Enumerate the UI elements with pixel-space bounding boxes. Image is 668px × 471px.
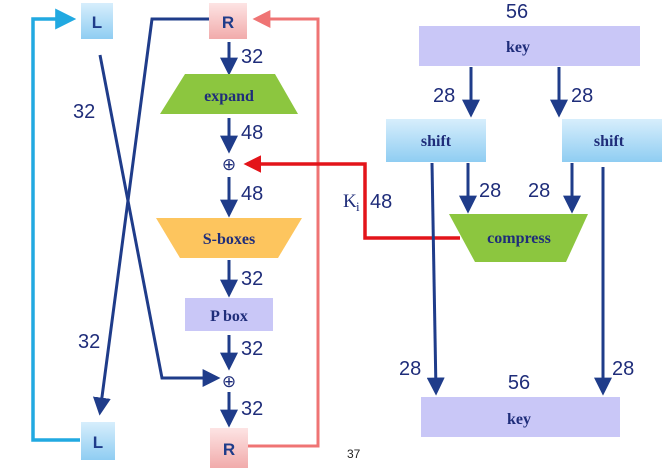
arrow-shift-left-to-key <box>426 162 445 396</box>
wire-label-xor-to-sbox: 48 <box>241 183 263 205</box>
wire-label-r-cross: 32 <box>78 331 100 353</box>
subkey-subscript: i <box>356 199 360 214</box>
key-top-bits: 56 <box>506 1 528 23</box>
wire-label-xor-to-r: 32 <box>241 398 263 420</box>
wire-label-l-cross: 32 <box>73 101 95 123</box>
wire-label-shift-left-to-compress: 28 <box>479 180 501 202</box>
expand-box <box>160 74 298 114</box>
wire-label-shift-left-to-key: 28 <box>399 358 421 380</box>
wire-label-sbox-to-pbox: 32 <box>241 268 263 290</box>
pbox-box <box>185 298 273 331</box>
pbox-label: P box <box>210 308 248 325</box>
subkey-symbol: K <box>343 191 357 212</box>
wire-label-r-to-expand: 32 <box>241 46 263 68</box>
xor-bottom-icon: ⊕ <box>222 372 236 391</box>
sboxes-box <box>156 218 302 258</box>
r-feedback-line <box>248 10 320 448</box>
l-cross-line <box>98 54 221 387</box>
key-bottom-box <box>421 397 620 437</box>
expand-label: expand <box>204 88 254 105</box>
shift-left-box <box>386 119 486 162</box>
l-feedback-line <box>31 8 80 442</box>
wire-label-key-left: 28 <box>433 85 455 107</box>
shift-right-label: shift <box>594 133 625 150</box>
xor-top-icon: ⊕ <box>222 155 236 174</box>
page-number: 37 <box>347 447 361 461</box>
shift-right-box <box>562 119 662 162</box>
key-top-box <box>419 26 640 66</box>
l-top-label: L <box>92 13 102 32</box>
shift-left-label: shift <box>421 133 452 150</box>
compress-label: compress <box>487 230 551 247</box>
wire-label-key-right: 28 <box>571 85 593 107</box>
l-bottom-label: L <box>93 433 103 452</box>
r-cross-line <box>92 17 209 416</box>
r-top-label: R <box>222 13 234 32</box>
sboxes-label: S-boxes <box>203 231 255 248</box>
subkey-line <box>243 155 460 240</box>
wire-label-expand-to-xor: 48 <box>241 122 263 144</box>
wire-label-shift-right-to-key: 28 <box>612 358 634 380</box>
wire-label-shift-right-to-compress: 28 <box>528 180 550 202</box>
key-bottom-bits: 56 <box>508 372 530 394</box>
l-top-box <box>81 3 113 39</box>
l-bottom-box <box>81 422 115 460</box>
key-bottom-label: key <box>507 411 531 428</box>
r-bottom-box <box>210 428 248 468</box>
compress-box <box>449 214 588 262</box>
wire-label-pbox-to-xor: 32 <box>241 338 263 360</box>
r-top-box <box>209 3 247 39</box>
key-top-label: key <box>506 39 530 56</box>
subkey-bits: 48 <box>370 191 392 213</box>
r-bottom-label: R <box>223 440 235 459</box>
